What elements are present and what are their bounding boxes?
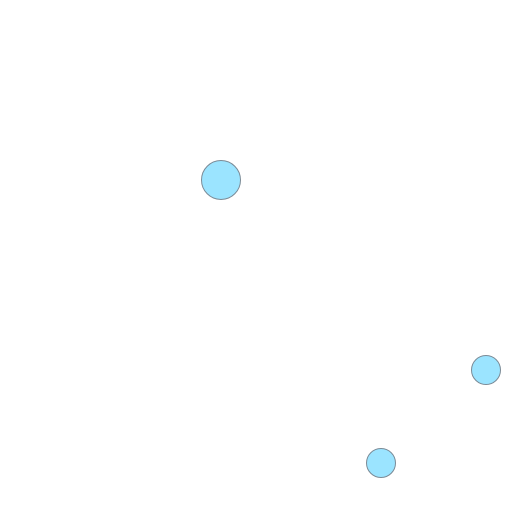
circle-right[interactable] [471,355,501,385]
circle-bottom[interactable] [366,448,396,478]
circle-large[interactable] [201,160,241,200]
